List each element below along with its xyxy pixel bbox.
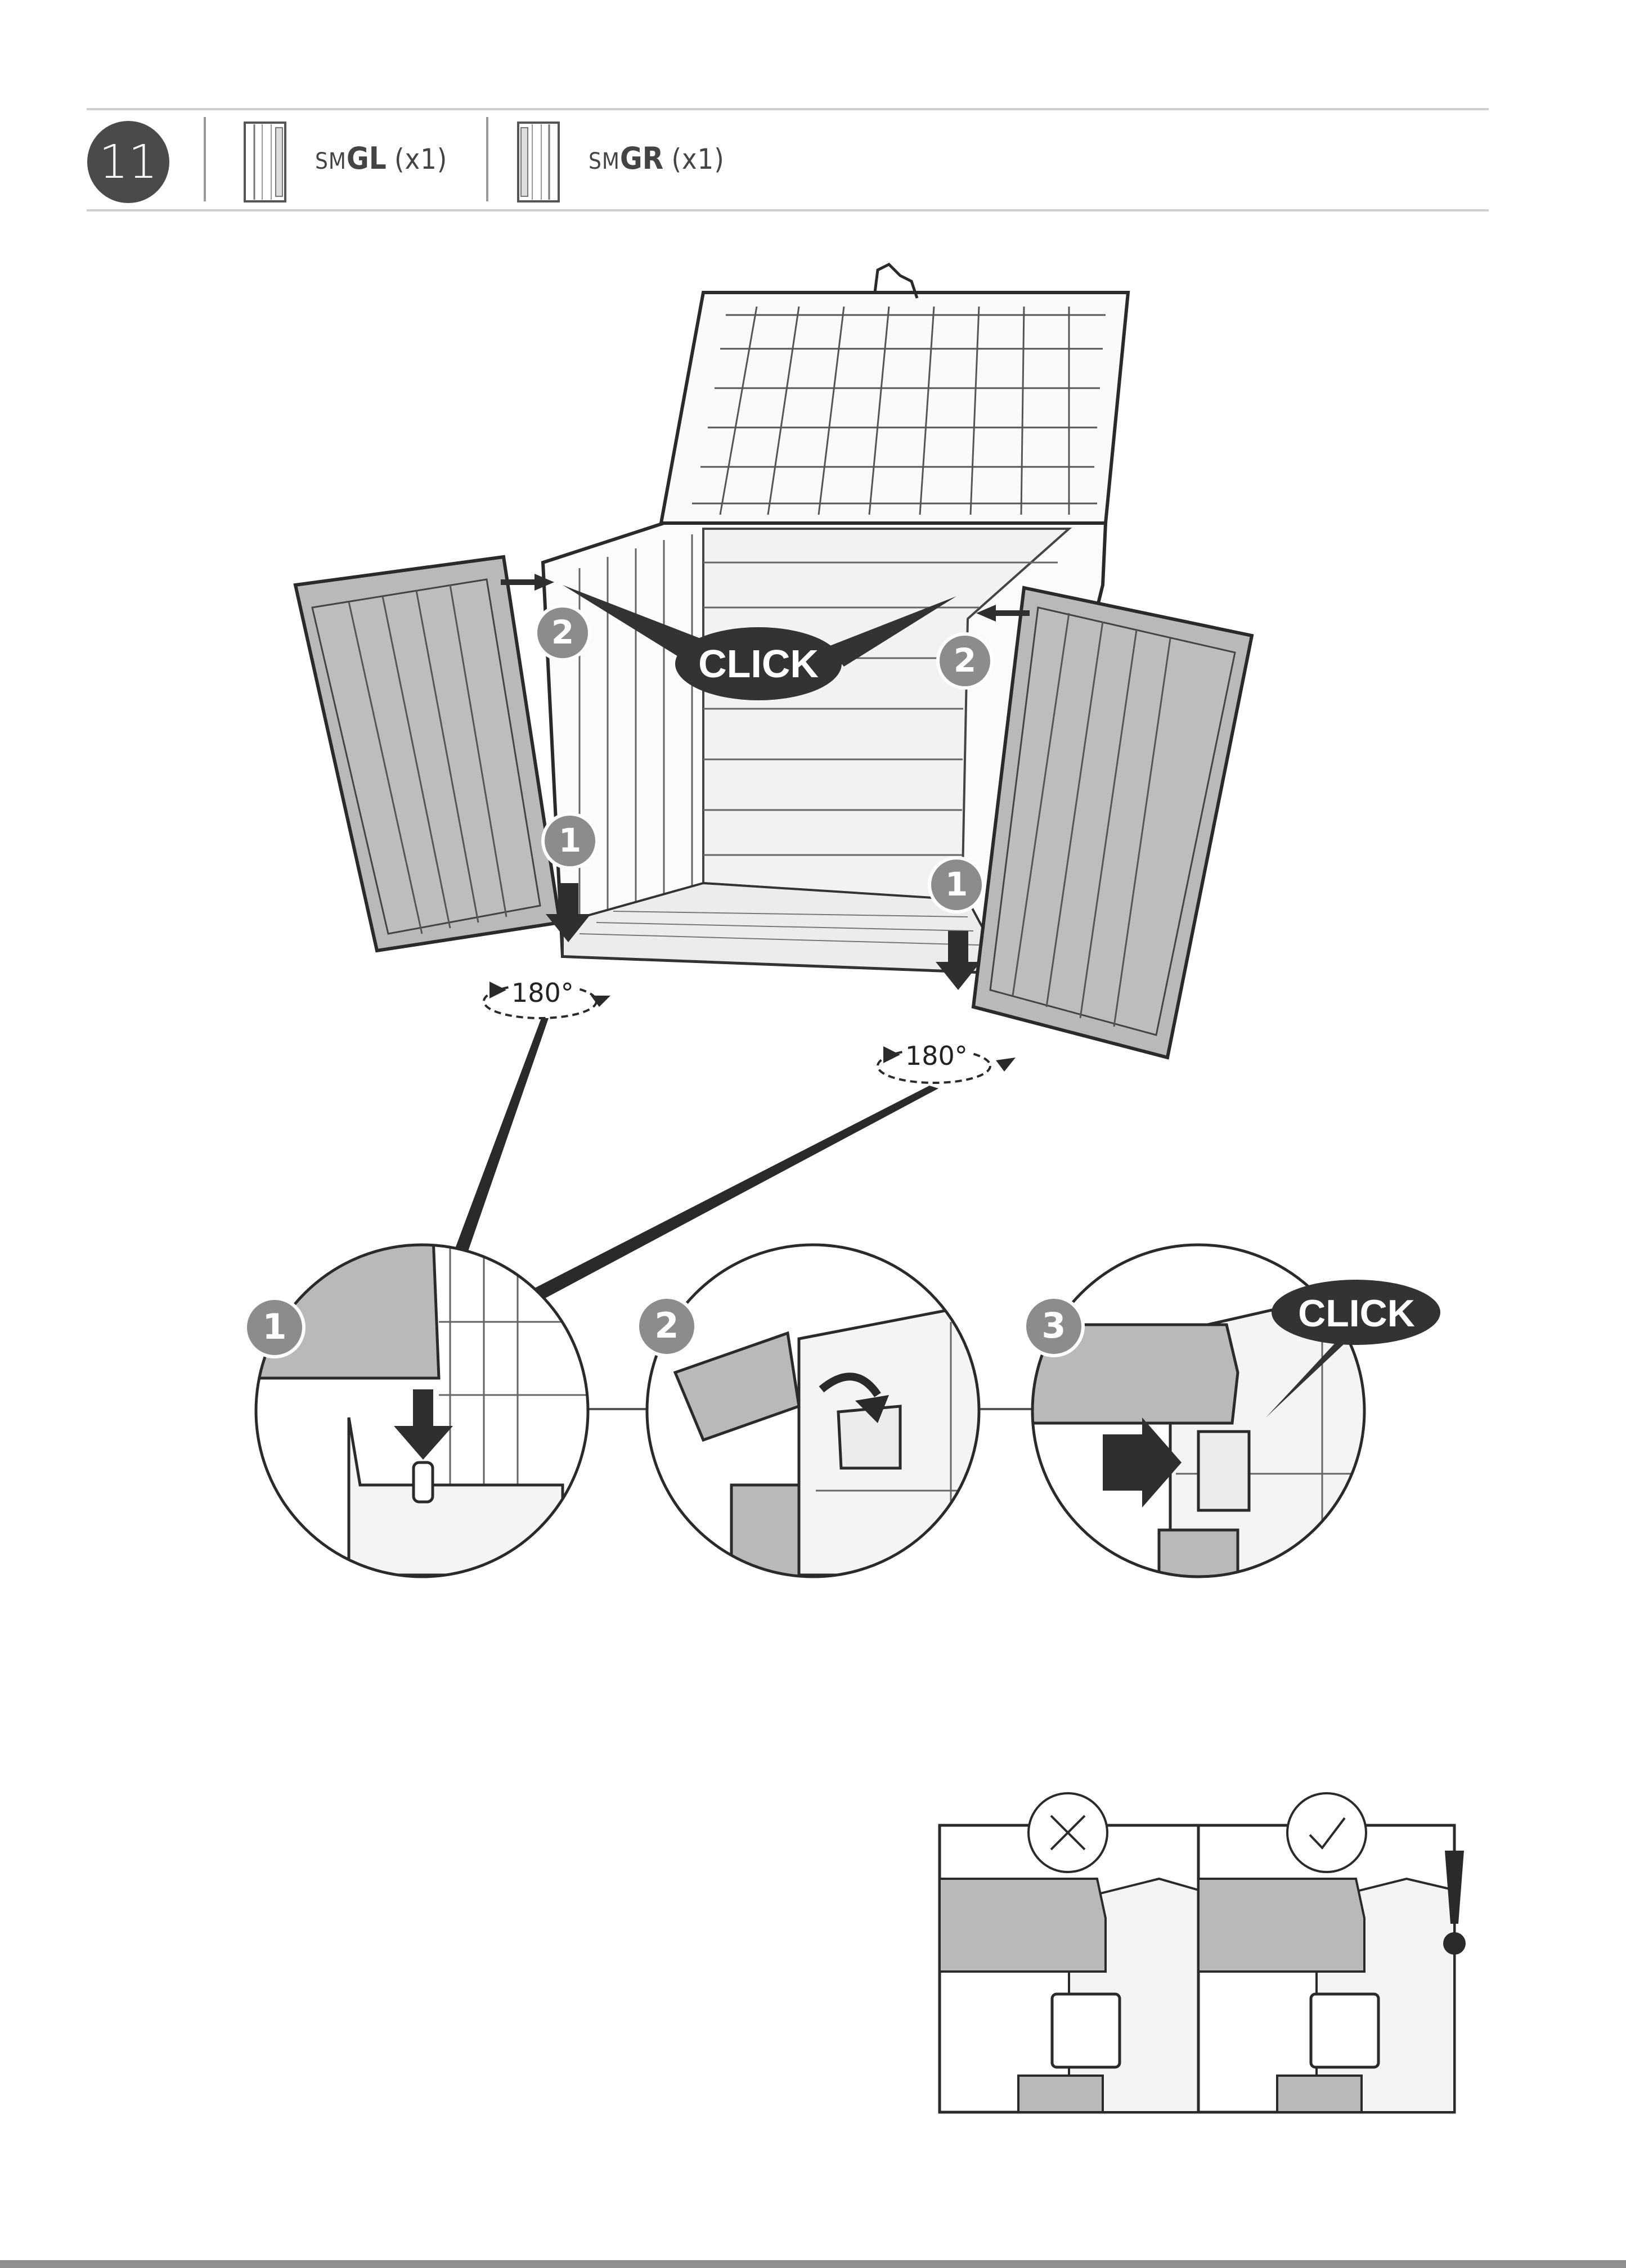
wrong-panel: [940, 1793, 1198, 2112]
click-label-main: CLICK: [688, 641, 829, 686]
detail-circle-2: [637, 1245, 990, 1586]
marker-label: 1: [543, 821, 597, 860]
angle-label-left: 180°: [509, 978, 576, 1008]
marker-label: 2: [938, 641, 992, 680]
detail-step-label: 3: [1025, 1305, 1083, 1346]
right-door: [973, 588, 1252, 1058]
page-bottom-bar: [0, 2260, 1626, 2268]
marker-label: 1: [929, 865, 983, 903]
correct-panel: [1198, 1793, 1454, 2112]
detail-step-label: 1: [245, 1306, 304, 1347]
open-lid: [661, 264, 1128, 523]
angle-label-right: 180°: [903, 1041, 970, 1071]
click-label-detail: CLICK: [1283, 1292, 1430, 1335]
left-door: [295, 557, 560, 951]
marker-label: 2: [536, 613, 590, 651]
detail-step-label: 2: [637, 1305, 696, 1346]
